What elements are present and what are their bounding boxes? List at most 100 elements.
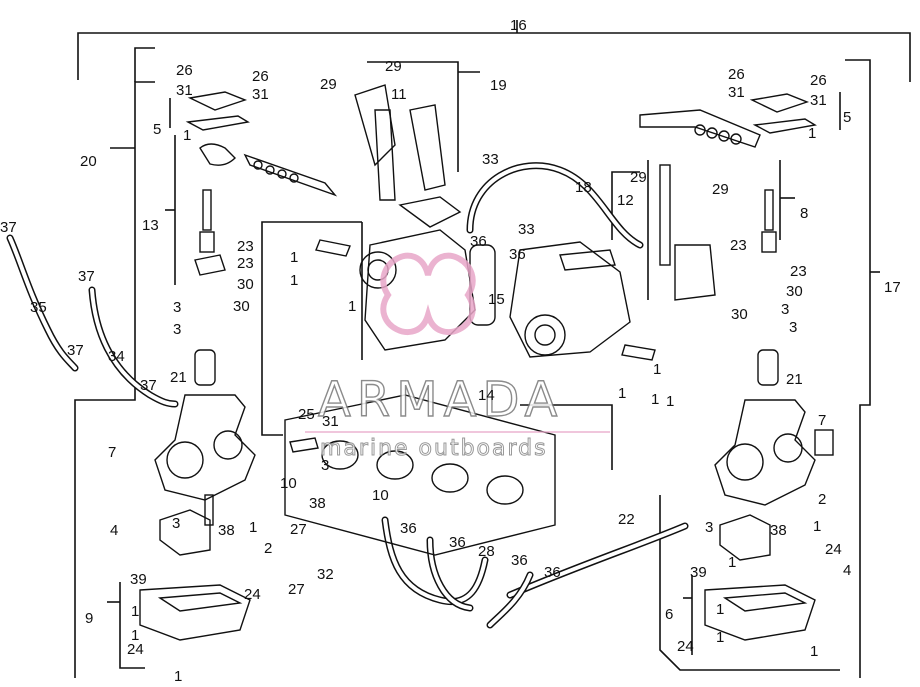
callout-38-r: 38 bbox=[770, 522, 787, 539]
callout-30-r2: 30 bbox=[731, 306, 748, 323]
watermark: ARMADA marine outboards bbox=[305, 252, 610, 462]
callout-20: 20 bbox=[80, 153, 97, 170]
callout-7-right: 7 bbox=[818, 412, 826, 429]
callout-10-b: 10 bbox=[372, 487, 389, 504]
callout-38-m: 38 bbox=[309, 495, 326, 512]
callout-1-left-5: 1 bbox=[183, 127, 191, 144]
callout-1-mid3: 1 bbox=[666, 393, 674, 410]
hoses-36 bbox=[381, 516, 534, 629]
callout-1-ll: 1 bbox=[249, 519, 257, 536]
callout-33-a: 33 bbox=[482, 151, 499, 168]
callout-36-d: 36 bbox=[449, 534, 466, 551]
watermark-tagline: marine outboards bbox=[320, 436, 548, 461]
callout-1-rr2: 1 bbox=[728, 554, 736, 571]
callout-34: 34 bbox=[108, 348, 125, 365]
callout-26-r1: 26 bbox=[728, 66, 745, 83]
callout-1-9b: 1 bbox=[131, 627, 139, 644]
callout-24-left2: 24 bbox=[127, 641, 144, 658]
callout-30-l2: 30 bbox=[233, 298, 250, 315]
callout-29-b: 29 bbox=[385, 58, 402, 75]
callout-36-c: 36 bbox=[400, 520, 417, 537]
callout-8: 8 bbox=[800, 205, 808, 222]
callout-1-6a: 1 bbox=[716, 601, 724, 618]
callout-29-a: 29 bbox=[320, 76, 337, 93]
callout-1-mid4: 1 bbox=[653, 361, 661, 378]
callout-7-left: 7 bbox=[108, 444, 116, 461]
callout-1-rr: 1 bbox=[813, 518, 821, 535]
group-brackets bbox=[74, 20, 911, 678]
callout-1-mid1: 1 bbox=[618, 385, 626, 402]
callout-29-r2: 29 bbox=[712, 181, 729, 198]
callout-27-a: 27 bbox=[290, 521, 307, 538]
callout-37-c: 37 bbox=[67, 342, 84, 359]
callout-2-right: 2 bbox=[818, 491, 826, 508]
callout-1-c3: 1 bbox=[348, 298, 356, 315]
callout-24-right: 24 bbox=[825, 541, 842, 558]
callout-23-l2: 23 bbox=[237, 255, 254, 272]
callout-1-c1: 1 bbox=[290, 249, 298, 266]
callout-39-left: 39 bbox=[130, 571, 147, 588]
callout-36-b: 36 bbox=[509, 246, 526, 263]
hose-37-35 bbox=[6, 234, 179, 408]
callout-6: 6 bbox=[665, 606, 673, 623]
carb-center-right bbox=[509, 241, 656, 361]
callout-4-right: 4 bbox=[843, 562, 851, 579]
callout-1-9a: 1 bbox=[131, 603, 139, 620]
callout-1-mid2: 1 bbox=[651, 391, 659, 408]
callout-31-m: 31 bbox=[322, 413, 339, 430]
callout-31-l2: 31 bbox=[252, 86, 269, 103]
callout-1-6c: 1 bbox=[810, 643, 818, 660]
callout-21-left: 21 bbox=[170, 369, 187, 386]
callout-16-top: 16 bbox=[510, 17, 527, 34]
carb-left-body bbox=[139, 394, 256, 641]
callout-1-right-5: 1 bbox=[808, 125, 816, 142]
callout-31-l1: 31 bbox=[176, 82, 193, 99]
callout-24-left: 24 bbox=[244, 586, 261, 603]
callout-22: 22 bbox=[618, 511, 635, 528]
intake-manifold bbox=[284, 394, 556, 556]
callout-23-l1: 23 bbox=[237, 238, 254, 255]
callout-36-a: 36 bbox=[470, 233, 487, 250]
callout-26-r2: 26 bbox=[810, 72, 827, 89]
callout-5-left: 5 bbox=[153, 121, 161, 138]
callout-1-6b: 1 bbox=[716, 629, 724, 646]
callout-38-l: 38 bbox=[218, 522, 235, 539]
callout-9: 9 bbox=[85, 610, 93, 627]
callout-31-r2: 31 bbox=[810, 92, 827, 109]
callout-26-l1: 26 bbox=[176, 62, 193, 79]
callout-2-left: 2 bbox=[264, 540, 272, 557]
hose-22 bbox=[506, 522, 689, 599]
watermark-logo bbox=[380, 252, 476, 336]
callout-39-right: 39 bbox=[690, 564, 707, 581]
carb-right-top bbox=[639, 93, 817, 386]
carb-right-body bbox=[704, 399, 834, 641]
callout-13: 13 bbox=[142, 217, 159, 234]
callout-18: 18 bbox=[575, 179, 592, 196]
callout-30-r1: 30 bbox=[786, 283, 803, 300]
callout-1-c2: 1 bbox=[290, 272, 298, 289]
callout-15: 15 bbox=[488, 291, 505, 308]
callout-28: 28 bbox=[478, 543, 495, 560]
callout-3-m: 3 bbox=[321, 457, 329, 474]
callout-31-r1: 31 bbox=[728, 84, 745, 101]
callout-23-r2: 23 bbox=[790, 263, 807, 280]
callout-3-rr: 3 bbox=[705, 519, 713, 536]
callout-14: 14 bbox=[478, 387, 495, 404]
callout-29-r1: 29 bbox=[630, 169, 647, 186]
callout-19: 19 bbox=[490, 77, 507, 94]
callout-12: 12 bbox=[617, 192, 634, 209]
callout-1-9c: 1 bbox=[174, 668, 182, 685]
carb-left-top bbox=[185, 91, 338, 386]
callout-11: 11 bbox=[391, 86, 407, 103]
callout-17-right: 17 bbox=[884, 279, 901, 296]
callout-37-b: 37 bbox=[78, 268, 95, 285]
callout-4-left: 4 bbox=[110, 522, 118, 539]
watermark-brand: ARMADA bbox=[318, 372, 563, 428]
callout-10-a: 10 bbox=[280, 475, 297, 492]
hose-33 bbox=[466, 162, 644, 249]
callout-36-f: 36 bbox=[544, 564, 561, 581]
callout-3-l2: 3 bbox=[173, 321, 181, 338]
callout-23-r1: 23 bbox=[730, 237, 747, 254]
